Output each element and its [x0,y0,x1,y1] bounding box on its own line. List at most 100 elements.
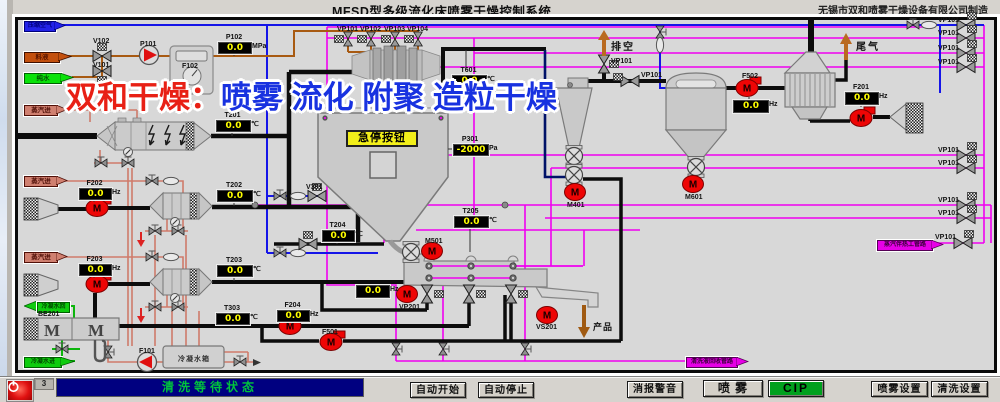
banner-pure-water: 纯水 [23,72,63,85]
banner-pure-water-tip [60,73,74,82]
manufacturer-title: 无锡市双和喷雾干燥设备有限公司制造 [818,6,988,17]
label-v301: V301 [306,184,323,191]
banner-cip-bottom: 清洗液回收管路 [685,356,739,369]
cip-valve-1[interactable] [391,342,403,356]
duct-navy [543,50,566,179]
bag-filter-1 [664,72,728,161]
button-clean-settings[interactable]: 清洗设置 [931,381,988,397]
display-f204: F204 0.0 Hz [276,302,319,323]
cyclone-1 [555,77,593,149]
valve-line-vp101[interactable] [613,73,640,87]
button-auto-start[interactable]: 自动开始 [410,382,466,398]
electric-heating-icon [147,124,186,146]
heater-2 [149,191,213,221]
display-f502: F502 0.0 Hz [732,73,778,114]
display-f203: F203 0.0 Hz [78,256,121,277]
air-intake-filter-2 [23,197,59,221]
power-button[interactable] [6,379,34,402]
tank-label: 冷凝水箱 [178,356,210,363]
label-line-valve: VP101 [641,72,663,79]
label-vpbank-4: VP101 [938,59,960,66]
banner-feed: 料液 [23,51,61,64]
button-auto-stop[interactable]: 自动停止 [478,382,534,398]
banner-steam-2: 蒸汽进 [23,175,59,188]
atomizer-assembly [351,45,441,89]
button-cip[interactable]: CIP [768,380,824,397]
condensate-tank [162,345,225,369]
valve-vp103[interactable] [381,31,400,47]
chamber-rotary-motor[interactable] [421,242,443,260]
cyclone1-dump-valve-1[interactable] [564,144,584,168]
banner-steam-1-tip [56,105,68,114]
watermark-red: 双和干燥： [66,80,221,115]
air-intake-filter-3 [23,273,59,297]
bag-house-2 [783,51,836,120]
label-be201: BE201 [38,311,60,318]
bed-inlet-valve-1[interactable] [421,284,444,304]
banner-cond-in: 冷凝水进 [23,356,63,369]
desktop-edge [0,0,7,400]
cyclone1-dump-valve-2[interactable] [564,163,584,187]
valve-vp102[interactable] [357,31,376,47]
label-vpbank-5: VP101 [938,147,960,154]
cyclone1-motor[interactable] [564,183,586,201]
bed-inlet-valve-2[interactable] [463,284,486,304]
label-vp102: VP102 [360,26,382,33]
label-vs201: VS201 [536,324,558,331]
label-vpbank-6: VP101 [938,160,960,167]
watermark: 双和干燥：喷雾 流化 附聚 造粒干燥 [66,72,557,117]
banner-steam-2-tip [56,176,68,185]
pump-p101[interactable] [138,44,160,66]
power-icon [8,380,32,400]
tail-gas-arrow [840,33,852,60]
cip-valve-3[interactable] [520,342,532,356]
feed-filter-unit [169,45,214,95]
be201-heat-exchanger: M M [23,317,120,341]
watermark-blue: 喷雾 流化 附聚 造粒干燥 [221,80,557,115]
bagfilter-motor[interactable] [682,175,704,193]
label-v101: V101 [93,62,110,69]
svg-text:M: M [44,321,60,340]
bed-cip-nozzle-dots [425,262,517,282]
label-f102: F102 [182,63,198,70]
display-t204: T204 0.0 ℃ [321,222,363,243]
label-vp103: VP103 [384,26,406,33]
product-arrow [578,305,590,338]
duct-valve-t204[interactable] [298,231,318,250]
bed-vibrator-motor[interactable] [396,285,418,303]
pump-f101[interactable] [136,351,158,373]
label-vent-valve: VP101 [611,58,633,65]
valve-vp104[interactable] [404,31,423,47]
chamber-rotary-valve[interactable] [401,240,421,264]
sieve-motor[interactable] [536,306,558,324]
label-m501: M501 [425,238,443,245]
valve-vp101[interactable] [334,31,353,47]
vent-label: 排空 [611,42,635,53]
button-spray-settings[interactable]: 喷雾设置 [871,381,928,397]
display-t205: T205 0.0 ℃ [453,208,497,229]
banner-cip-right-tip [931,240,944,249]
cip-valve-2[interactable] [438,342,450,356]
banner-steam-3: 蒸汽进 [23,251,59,264]
emergency-stop-button[interactable]: 急停按钮 [346,130,418,147]
fluid-bed [403,253,599,308]
banner-compressed-air: 压缩空气 [23,20,57,33]
ducts-black [16,17,890,343]
button-mute-alarm[interactable]: 消报警音 [627,381,683,398]
display-f301: 0.0 Hz [355,284,399,299]
button-spray[interactable]: 喷 雾 [703,380,763,397]
display-t303: T303 0.0 ℃ [215,305,258,326]
label-vpbank-3: VP101 [938,45,960,52]
label-vpbank-8: VP101 [938,210,960,217]
exhaust-silencer [889,102,924,134]
heater-1 [96,117,212,152]
title-bar [13,0,1000,14]
fan-f201[interactable] [849,106,876,127]
display-t202: T202 0.0 ℃ [216,182,261,203]
display-p301: P301 -2000 Pa [452,136,498,157]
display-p102: P102 0.0 MPa [217,34,266,55]
bagfilter-dump-valve[interactable] [686,155,706,179]
tail-gas-label: 尾气 [856,42,880,53]
banner-steam-1: 蒸汽进 [23,104,59,117]
